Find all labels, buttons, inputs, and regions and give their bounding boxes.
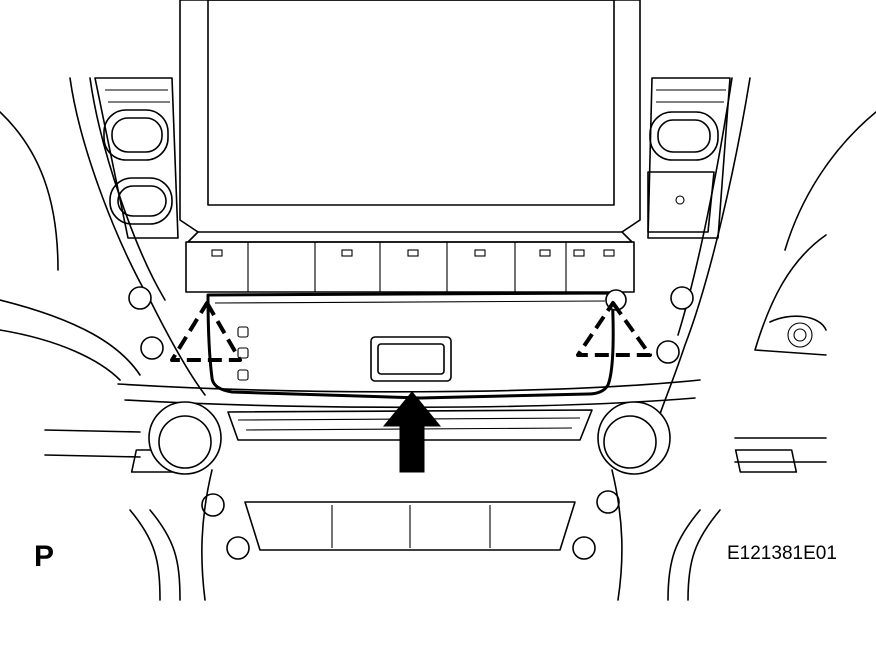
view-letter: P <box>34 540 55 573</box>
side-switch <box>769 315 827 348</box>
left-air-vent <box>94 77 179 239</box>
bottom-switch-panel <box>201 469 623 601</box>
display-screen <box>179 0 641 243</box>
button-row <box>185 241 635 293</box>
dashboard-outline <box>0 77 876 601</box>
push-arrow-icon <box>382 391 442 473</box>
figure-code: E121381E01 <box>727 543 837 564</box>
center-cluster-panel <box>206 291 615 400</box>
climate-knobs <box>148 401 671 475</box>
right-air-vent <box>647 77 731 239</box>
clip-location-marker-icon <box>170 301 652 362</box>
screws <box>128 286 694 560</box>
